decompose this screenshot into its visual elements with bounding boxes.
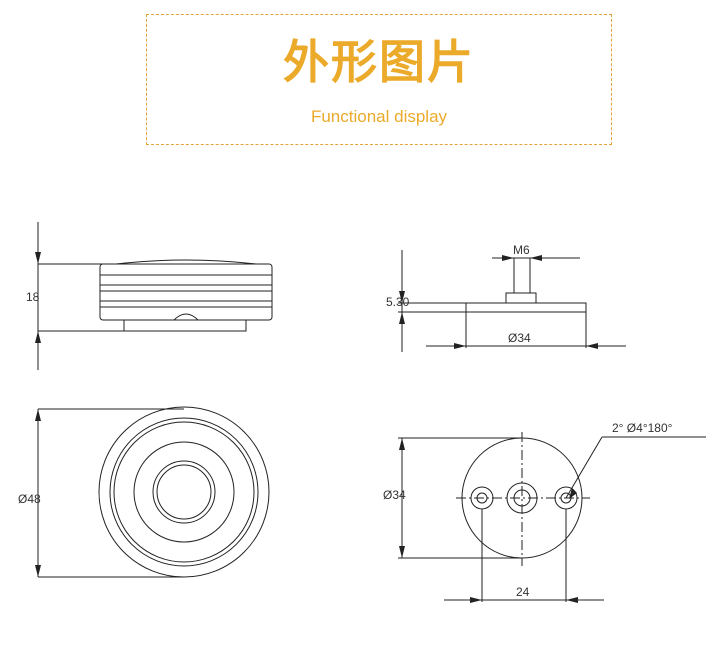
- dim-thread: M6: [513, 243, 530, 257]
- dim-stud-height: 5.30: [386, 295, 410, 309]
- header-frame: 外形图片 Functional display: [146, 14, 612, 145]
- dim-hole-spacing: 24: [516, 585, 530, 599]
- dim-side-height: 18: [26, 290, 40, 304]
- dim-top-diameter: Ø48: [18, 492, 41, 506]
- side-view: [35, 222, 273, 370]
- page-subtitle: Functional display: [310, 107, 448, 126]
- top-view: [35, 406, 270, 578]
- dim-hole-spec: 2° Ø4°180°: [612, 421, 673, 435]
- dim-bottom-diameter: Ø34: [383, 488, 406, 502]
- base-side-view: [398, 250, 626, 352]
- page-title: 外形图片: [283, 35, 475, 89]
- dim-base-diameter: Ø34: [508, 331, 531, 345]
- base-bottom-view: [398, 432, 706, 603]
